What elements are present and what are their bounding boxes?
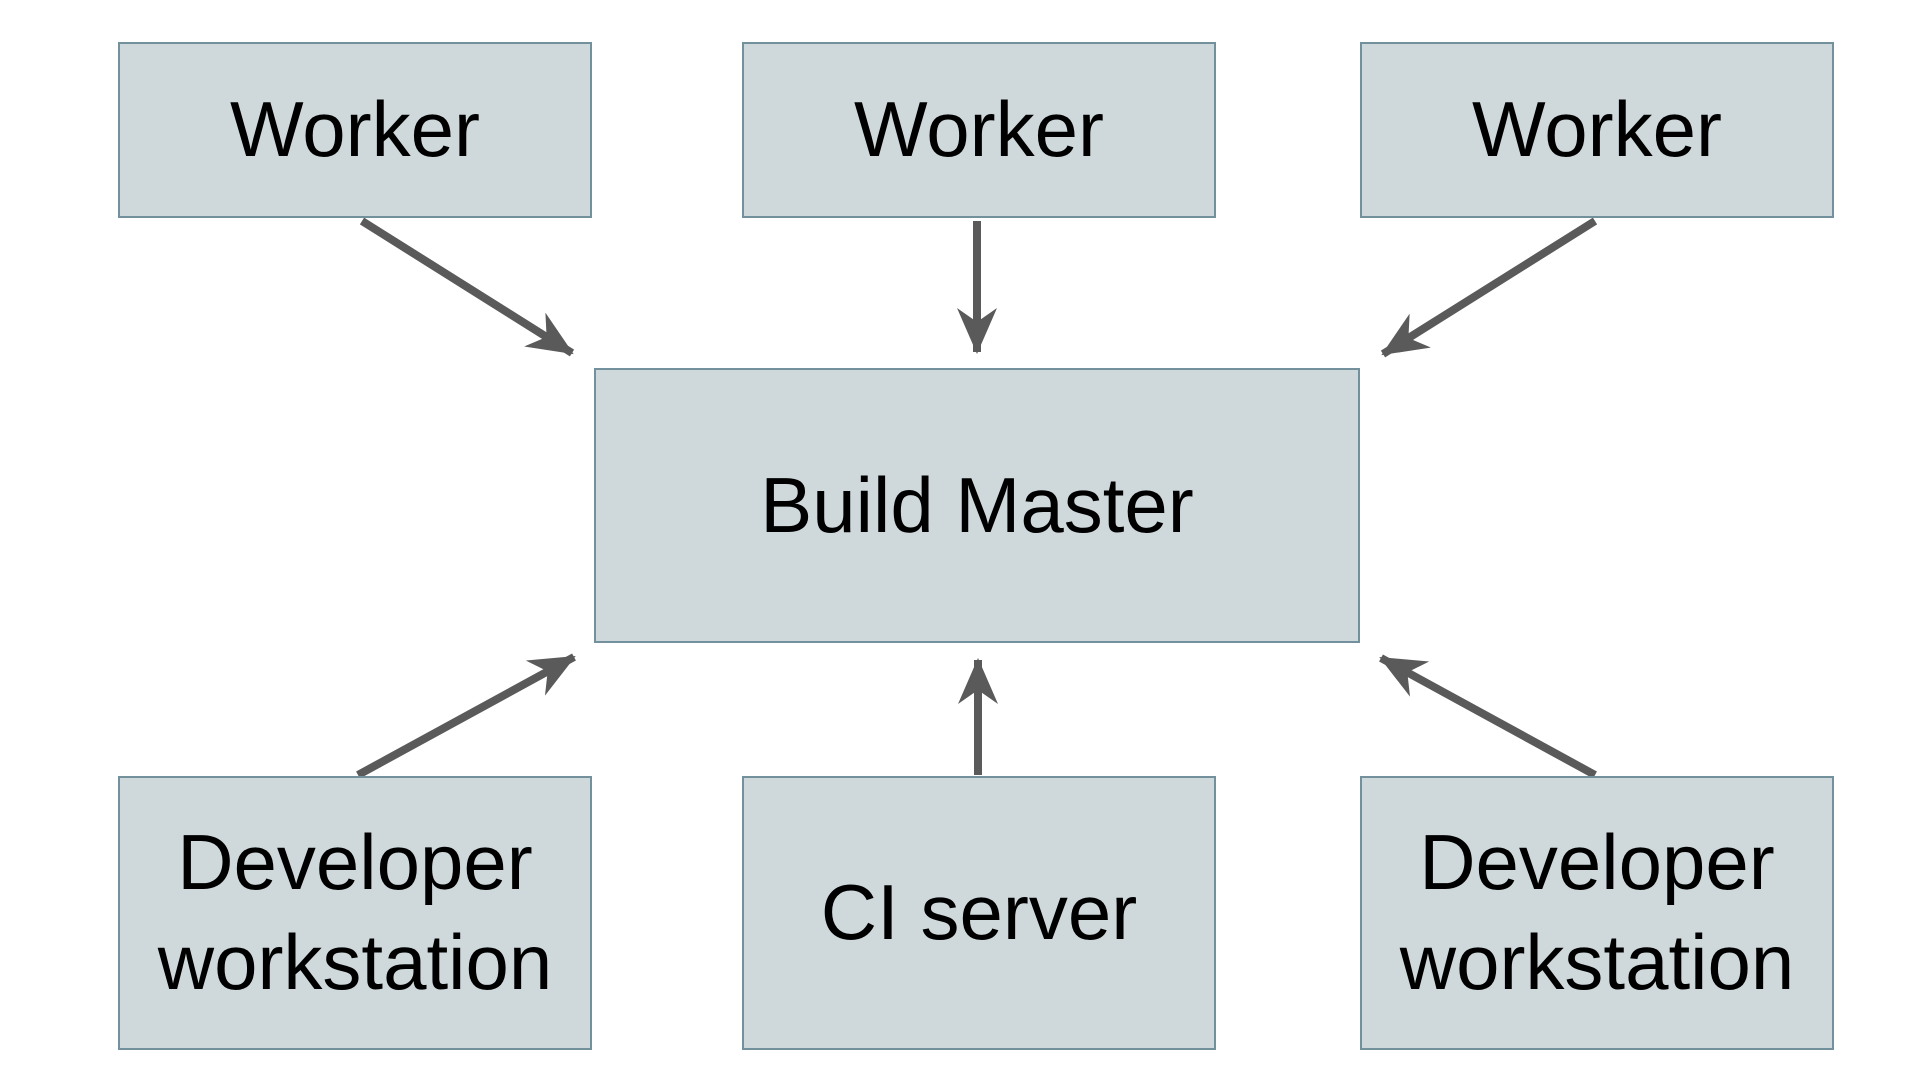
node-developer-workstation-left-label: Developer workstation (157, 818, 553, 1006)
edge-devright-to-buildmaster (1379, 654, 1597, 779)
edge-devleft-to-buildmaster (356, 653, 576, 779)
node-developer-workstation-right-label: Developer workstation (1399, 818, 1795, 1006)
node-ci-server-label: CI server (820, 868, 1138, 957)
node-developer-workstation-right: Developer workstation (1360, 776, 1834, 1050)
node-developer-workstation-left: Developer workstation (118, 776, 592, 1050)
edge-worker3-to-buildmaster (1380, 217, 1598, 358)
node-worker-2-label: Worker (854, 85, 1104, 174)
edge-worker1-to-buildmaster (359, 217, 575, 357)
node-worker-1: Worker (118, 42, 592, 218)
node-worker-3-label: Worker (1472, 85, 1722, 174)
node-worker-3: Worker (1360, 42, 1834, 218)
node-ci-server: CI server (742, 776, 1216, 1050)
node-worker-2: Worker (742, 42, 1216, 218)
node-build-master: Build Master (594, 368, 1360, 643)
node-build-master-label: Build Master (760, 460, 1194, 549)
node-worker-1-label: Worker (230, 85, 480, 174)
